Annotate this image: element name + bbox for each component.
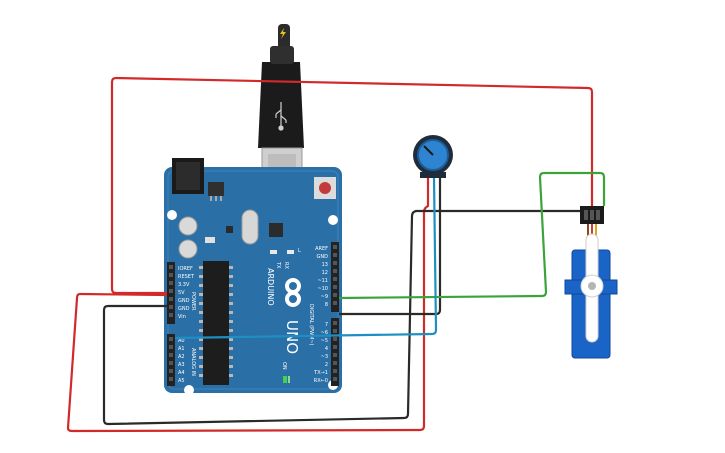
atmega-chip <box>199 261 233 385</box>
wire-5v-to-pot <box>66 178 430 433</box>
pin-12: 12 <box>322 270 328 276</box>
pin-0: RX←0 <box>314 378 328 384</box>
pin-a2: A2 <box>178 354 185 360</box>
wire-gnd-to-pot <box>102 209 580 426</box>
analog-header-label: ANALOG IN <box>190 348 196 376</box>
rx-label: RX <box>283 262 289 269</box>
wire-signal-pin9 <box>338 171 606 300</box>
usb-icon <box>275 102 287 131</box>
pin-gnd-3: GND <box>317 254 329 260</box>
pin-a5: A5 <box>178 378 185 384</box>
pin-gnd-1: GND <box>178 298 190 304</box>
pin-a3: A3 <box>178 362 185 368</box>
power-header-label: POWER <box>190 292 196 311</box>
pin-a0: A0 <box>178 338 185 344</box>
l-label: L <box>298 248 301 254</box>
wire-analog-a0 <box>174 177 438 340</box>
arduino-uno[interactable]: TX RX L <box>164 158 342 395</box>
usb-cable <box>258 24 304 189</box>
digital-header-label: DIGITAL (PWM~) <box>308 304 314 346</box>
pin-5v: 5V <box>178 290 185 296</box>
pin-8: 8 <box>325 302 328 308</box>
reset-button[interactable] <box>314 177 336 199</box>
pin-5: ~5 <box>321 338 328 344</box>
wires <box>66 76 606 433</box>
pin-a1: A1 <box>178 346 185 352</box>
analog-header[interactable]: A0 A1 A2 A3 A4 A5 <box>167 334 185 386</box>
pin-aref: AREF <box>315 246 328 252</box>
pin-9: ~9 <box>321 294 328 300</box>
pin-4: 4 <box>325 346 328 352</box>
pin-13: 13 <box>322 262 328 268</box>
servo-motor[interactable] <box>564 206 618 359</box>
pin-11: ~11 <box>317 278 328 284</box>
pin-a4: A4 <box>178 370 185 376</box>
pin-ioref: IOREF <box>178 266 193 272</box>
pin-2: 2 <box>325 362 328 368</box>
pin-reset: RESET <box>178 274 195 280</box>
digital-header-top[interactable]: AREF GND 13 12 ~11 ~10 ~9 8 <box>315 242 339 312</box>
tx-label: TX <box>275 261 281 269</box>
pin-gnd-2: GND <box>178 306 190 312</box>
pin-6: ~6 <box>321 330 328 336</box>
pin-3: ~3 <box>321 354 328 360</box>
on-label: ON <box>281 362 287 370</box>
arduino-logo-text: ARDUINO <box>266 268 275 306</box>
pin-7: 7 <box>325 322 328 328</box>
lightning-icon <box>280 28 286 39</box>
pin-1: TX→1 <box>313 370 328 376</box>
potentiometer[interactable] <box>413 135 453 178</box>
power-header[interactable]: IOREF RESET 3.3V 5V GND GND Vin <box>167 262 195 324</box>
wire-5v-to-servo <box>110 76 594 295</box>
pin-vin: Vin <box>178 314 186 320</box>
digital-header-bottom[interactable]: 7 ~6 ~5 4 ~3 2 TX→1 RX←0 <box>313 318 339 386</box>
pin-10: ~10 <box>317 286 328 292</box>
pin-3v3: 3.3V <box>178 282 190 288</box>
arduino-logo: ARDUINO <box>266 268 301 307</box>
